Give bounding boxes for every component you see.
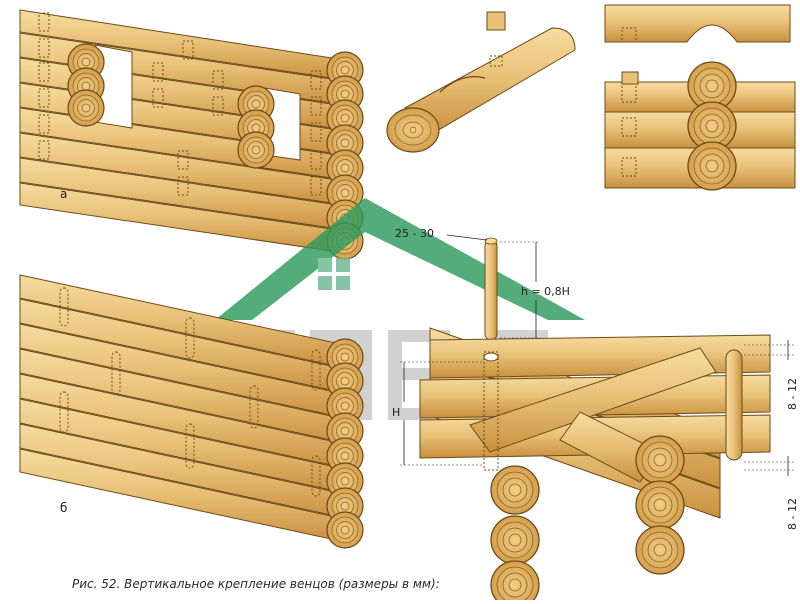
round-pin <box>484 239 498 341</box>
section-single-log <box>604 4 791 43</box>
label-gap-bottom: 8 - 12 <box>786 498 799 530</box>
watermark-window-icon <box>318 258 350 290</box>
section-log-stack <box>604 61 796 191</box>
label-part-b: б <box>60 501 67 515</box>
figure-caption: Рис. 52. Вертикальное крепление венцов (… <box>72 577 440 591</box>
notched-log <box>386 11 576 153</box>
wall-b-logs <box>19 274 346 543</box>
label-log-height: H <box>392 406 400 419</box>
dowel-block <box>486 11 506 31</box>
wall-a: а <box>19 9 364 260</box>
wall-b-long-pins <box>59 287 321 497</box>
corner-joint: H 8 - 12 8 - 12 <box>392 327 799 604</box>
corner-pin <box>725 349 743 461</box>
label-part-a: а <box>60 187 67 201</box>
label-gap-top: 8 - 12 <box>786 378 799 410</box>
wall-b: б <box>19 274 364 549</box>
wall-b-log-ends <box>326 338 364 549</box>
label-pin-length: h = 0,8H <box>521 285 570 298</box>
label-pin-diameter: 25 - 30 <box>395 227 434 240</box>
